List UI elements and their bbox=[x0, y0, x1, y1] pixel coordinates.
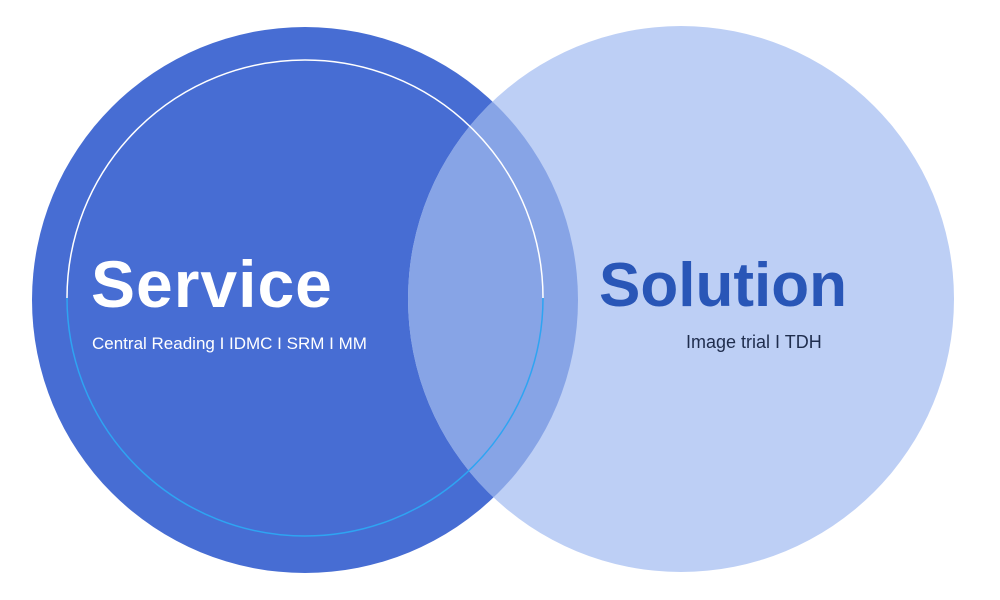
solution-subtitle: Image trial I TDH bbox=[686, 332, 822, 352]
solution-title: Solution bbox=[599, 251, 847, 320]
service-title: Service bbox=[91, 247, 333, 321]
solution-circle bbox=[408, 26, 954, 572]
inner-ring-top bbox=[66, 59, 544, 298]
service-circle bbox=[32, 27, 578, 573]
service-subtitle: Central Reading I IDMC I SRM I MM bbox=[92, 334, 367, 353]
inner-ring-bottom bbox=[66, 298, 544, 537]
